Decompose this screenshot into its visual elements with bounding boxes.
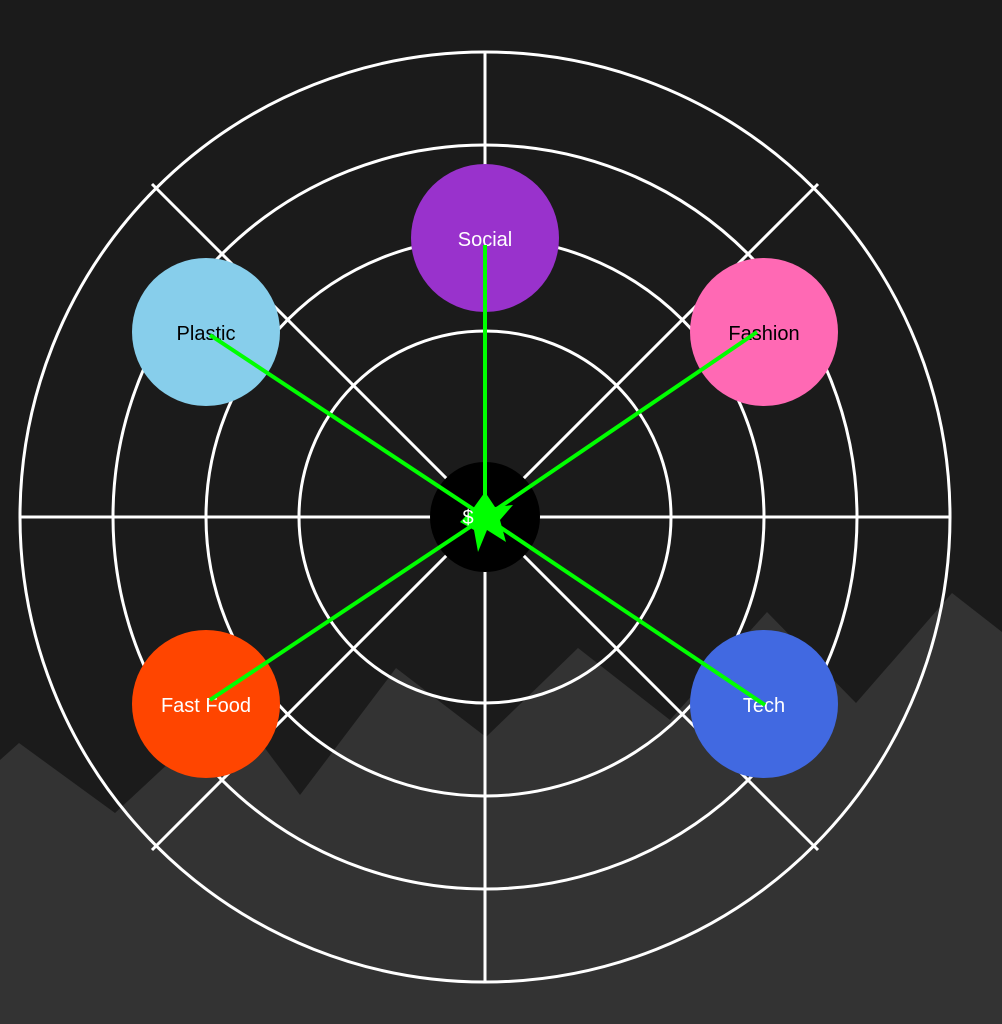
node-circle <box>132 630 280 778</box>
node-circle <box>132 258 280 406</box>
node-label: Fashion <box>728 323 799 345</box>
connector-fast-food <box>208 515 487 702</box>
node-fashion[interactable]: Fashion <box>690 258 838 406</box>
node-fast-food[interactable]: Fast Food <box>132 630 280 778</box>
node-plastic[interactable]: Plastic <box>132 258 280 406</box>
node-label: Social <box>458 229 512 251</box>
connector-tech <box>483 515 767 707</box>
center-star-icon <box>460 492 513 552</box>
node-circle <box>411 164 559 312</box>
node-label: Plastic <box>177 323 236 345</box>
node-label: Fast Food <box>161 695 251 717</box>
center-label: $ <box>462 507 473 529</box>
node-circle <box>690 258 838 406</box>
connector-plastic <box>208 333 487 519</box>
connector-fashion <box>483 330 759 519</box>
node-social[interactable]: Social <box>411 164 559 312</box>
